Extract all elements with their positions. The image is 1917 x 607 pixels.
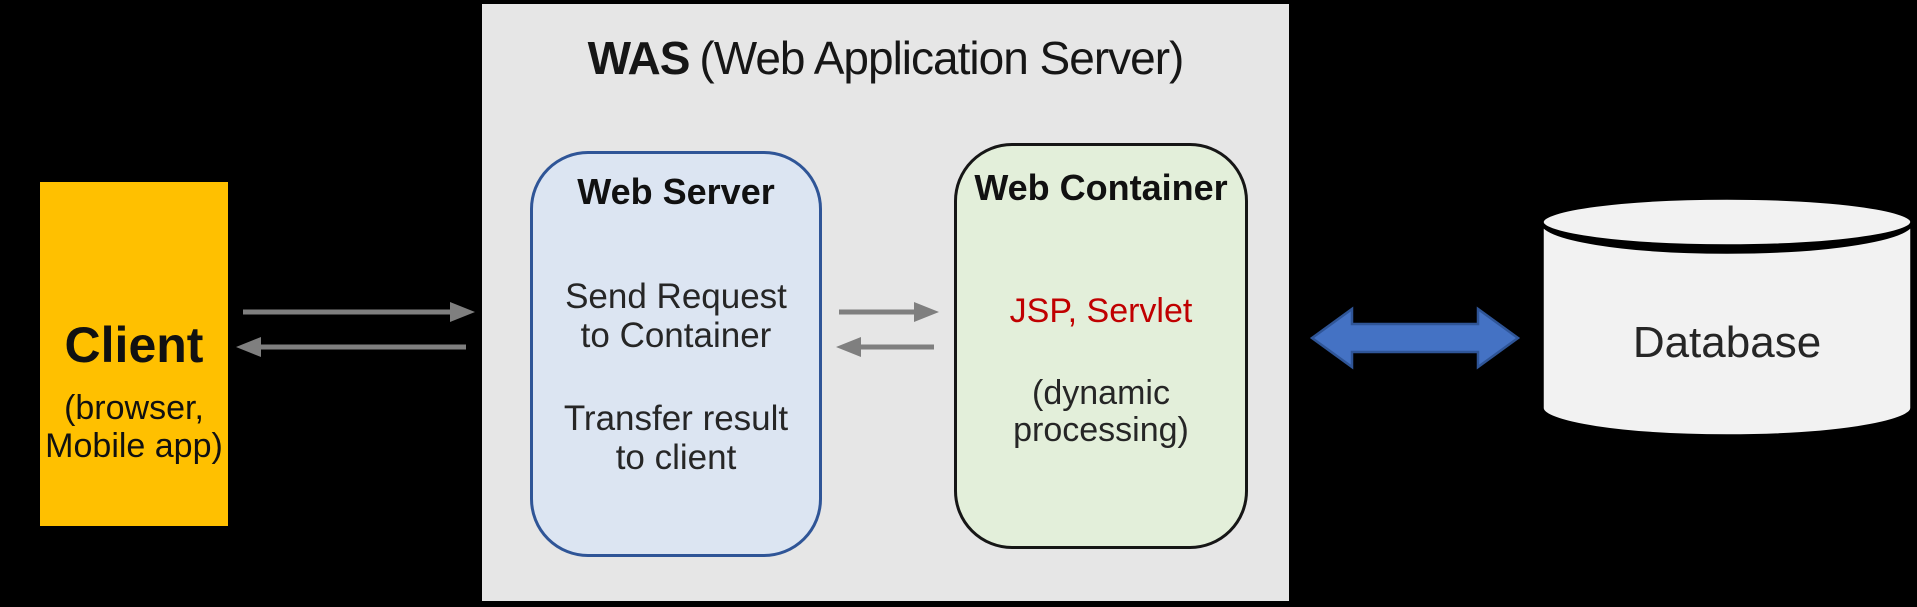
web-server-body-1: Send Request to Container <box>533 277 819 355</box>
web-server-body-2-line2: to client <box>615 438 737 477</box>
web-server-body-2: Transfer result to client <box>533 399 819 477</box>
web-container-note: (dynamic processing) <box>957 375 1245 449</box>
database-label: Database <box>1632 318 1822 367</box>
database-cylinder-top <box>1540 196 1914 248</box>
web-container-tech: JSP, Servlet <box>1009 292 1193 330</box>
client-subtitle: (browser, Mobile app) <box>40 389 228 465</box>
client-subtitle-line1: (browser, <box>64 389 204 427</box>
was-database-double-arrow-icon <box>1309 306 1521 370</box>
client-title: Client <box>64 317 204 373</box>
client-subtitle-line2: Mobile app) <box>45 427 223 465</box>
database-cylinder-icon <box>1540 196 1914 438</box>
client-to-was-arrow-icon <box>243 302 475 322</box>
web-container-title: Web Container <box>974 167 1228 208</box>
web-container-note-line2: processing) <box>1013 411 1189 449</box>
web-server-title: Web Server <box>577 171 775 212</box>
web-server-body-2-line1: Transfer result <box>563 399 789 438</box>
database-cylinder-body <box>1540 221 1914 438</box>
web-container-note-line1: (dynamic <box>1032 374 1170 412</box>
web-server-body-1-line2: to Container <box>580 316 772 355</box>
web-server-body-1-line1: Send Request <box>565 277 787 316</box>
web-server-box: Web Server Send Request to Container Tra… <box>530 151 822 557</box>
was-panel: WAS(Web Application Server) Web Server S… <box>482 4 1289 601</box>
was-title-acronym: WAS <box>587 32 691 84</box>
web-container-box: Web Container JSP, Servlet (dynamic proc… <box>954 143 1248 549</box>
was-title-expansion: (Web Application Server) <box>699 32 1184 84</box>
was-to-client-arrow-icon <box>236 337 466 357</box>
client-box: Client (browser, Mobile app) <box>40 182 228 526</box>
was-panel-title: WAS(Web Application Server) <box>482 32 1289 84</box>
